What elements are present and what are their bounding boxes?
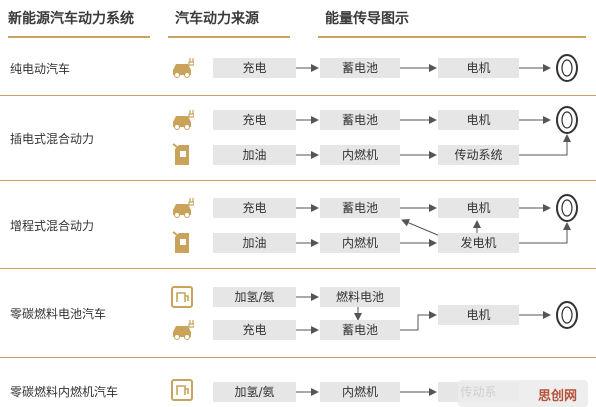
header-underline bbox=[8, 36, 150, 38]
charger-plug-icon bbox=[170, 56, 195, 80]
box-battery: 蓄电池 bbox=[320, 58, 400, 78]
box-battery: 蓄电池 bbox=[320, 110, 400, 130]
tire-icon bbox=[556, 54, 578, 82]
box-charge: 充电 bbox=[213, 110, 296, 130]
box-battery: 蓄电池 bbox=[320, 320, 400, 340]
box-generator: 发电机 bbox=[438, 233, 519, 253]
header-underline bbox=[318, 36, 586, 38]
row-label-fcev: 零碳燃料电池汽车 bbox=[10, 307, 107, 321]
box-hydrogen: 加氢/氨 bbox=[213, 382, 296, 402]
box-charge: 充电 bbox=[213, 58, 296, 78]
box-fuel: 加油 bbox=[213, 233, 296, 253]
box-motor: 电机 bbox=[438, 305, 519, 325]
box-charge: 充电 bbox=[213, 198, 296, 218]
row-separator bbox=[0, 268, 596, 269]
fuel-can-icon bbox=[170, 231, 194, 255]
row-label-erev: 增程式混合动力 bbox=[10, 219, 95, 233]
header-flow: 能量传导图示 bbox=[325, 11, 409, 27]
box-engine: 内燃机 bbox=[320, 145, 400, 165]
row-label-phev: 插电式混合动力 bbox=[10, 132, 95, 146]
row-label-bev: 纯电动汽车 bbox=[10, 62, 71, 76]
header-underline bbox=[168, 36, 290, 38]
row-separator bbox=[0, 95, 596, 96]
box-engine: 内燃机 bbox=[320, 233, 400, 253]
tire-icon bbox=[556, 301, 578, 329]
box-engine: 内燃机 bbox=[320, 382, 400, 402]
box-charge: 充电 bbox=[213, 320, 296, 340]
box-motor: 电机 bbox=[438, 198, 519, 218]
box-battery: 蓄电池 bbox=[320, 198, 400, 218]
watermark-badge bbox=[458, 380, 588, 407]
flow-arrow bbox=[519, 134, 571, 156]
fuel-can-icon bbox=[170, 143, 194, 167]
tire-icon bbox=[556, 194, 578, 222]
box-fuel-cell: 燃料电池 bbox=[320, 287, 400, 307]
hydrogen-pump-icon bbox=[170, 285, 194, 309]
charger-plug-icon bbox=[170, 318, 195, 342]
row-label-h2-ice: 零碳燃料内燃机汽车 bbox=[10, 385, 119, 399]
box-hydrogen: 加氢/氨 bbox=[213, 287, 296, 307]
hydrogen-pump-icon bbox=[170, 378, 194, 402]
box-motor: 电机 bbox=[438, 58, 519, 78]
flow-arrow bbox=[401, 219, 441, 237]
box-motor: 电机 bbox=[438, 110, 519, 130]
tire-icon bbox=[556, 106, 578, 134]
watermark-text: 思创网 bbox=[538, 389, 578, 404]
header-system: 新能源汽车动力系统 bbox=[8, 11, 134, 27]
flow-arrow bbox=[519, 222, 571, 244]
flow-arrow bbox=[400, 311, 437, 331]
row-separator bbox=[0, 357, 596, 358]
box-transmission: 传动系统 bbox=[438, 145, 519, 165]
charger-plug-icon bbox=[170, 196, 195, 220]
charger-plug-icon bbox=[170, 108, 195, 132]
row-separator bbox=[0, 180, 596, 181]
box-fuel: 加油 bbox=[213, 145, 296, 165]
header-source: 汽车动力来源 bbox=[175, 11, 259, 27]
